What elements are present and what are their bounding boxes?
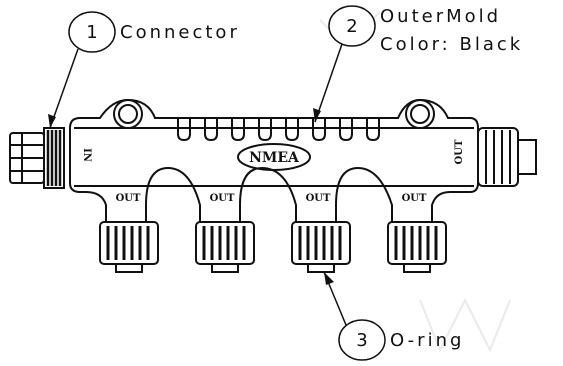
mounting-hole-right	[405, 99, 435, 129]
port-out-bottom-label: OUT	[116, 193, 141, 204]
bottom-nut-4	[387, 221, 447, 273]
callout-2-number: 2	[346, 16, 357, 37]
nmea-badge: NMEA	[237, 143, 311, 171]
callout-3-label: O-ring	[390, 330, 464, 351]
port-out-bottom-label: OUT	[402, 193, 427, 204]
outer-mold-body	[69, 98, 479, 223]
callout-2-label-line2: Color: Black	[380, 34, 523, 55]
port-out-right-label: OUT	[454, 139, 465, 164]
connector-left	[9, 127, 65, 189]
callout-2: 2 OuterMold Color: Black	[313, 5, 523, 123]
connector-right	[477, 127, 537, 187]
port-out-bottom-label: OUT	[210, 193, 235, 204]
callout-3: 3 O-ring	[323, 271, 464, 361]
port-out-bottom-label: OUT	[306, 193, 331, 204]
top-ribs	[177, 118, 380, 142]
port-in-label: IN	[81, 148, 92, 162]
callout-3-number: 3	[356, 330, 367, 351]
callout-1-number: 1	[86, 22, 97, 43]
mounting-hole-left	[113, 99, 143, 129]
bottom-nut-1	[99, 221, 159, 273]
nmea-label: NMEA	[249, 150, 300, 166]
callout-2-label-line1: OuterMold	[380, 6, 501, 27]
bottom-nut-3	[291, 221, 351, 273]
bottom-nut-2	[195, 221, 255, 273]
callout-1-label: Connector	[120, 22, 240, 43]
callout-1: 1 Connector	[48, 11, 240, 129]
